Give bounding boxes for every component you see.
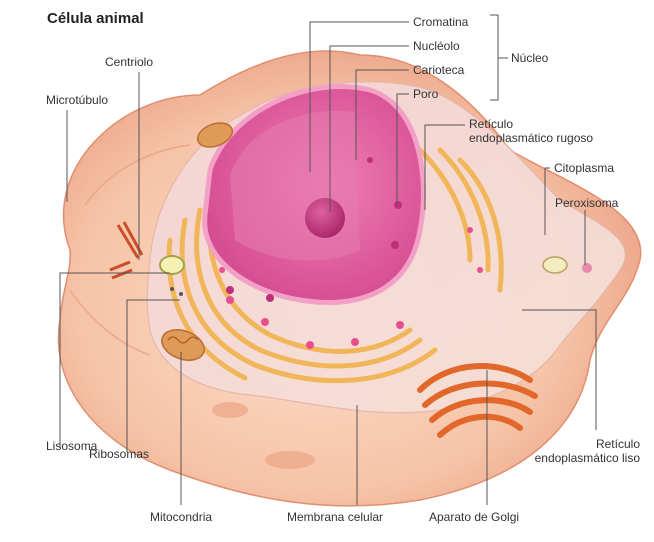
label-membrana: Membrana celular (287, 510, 383, 524)
peroxisome-vesicle (543, 257, 567, 273)
peroxisome (582, 263, 592, 273)
label-peroxisoma: Peroxisoma (555, 196, 618, 210)
label-ribosomas: Ribosomas (89, 447, 149, 461)
label-nucleo: Núcleo (511, 51, 548, 65)
lysosome (160, 256, 184, 274)
label-citoplasma: Citoplasma (554, 161, 614, 175)
label-golgi: Aparato de Golgi (429, 510, 519, 524)
label-reticulo-liso-line2: endoplasmático liso (510, 451, 640, 465)
label-reticulo-liso-line1: Retículo (510, 437, 640, 451)
label-reticulo-rugoso-line2: endoplasmático rugoso (469, 131, 593, 145)
label-reticulo-rugoso: Retículo endoplasmático rugoso (469, 117, 593, 145)
nucleolus (305, 198, 345, 238)
label-centriolo: Centriolo (105, 55, 153, 69)
label-reticulo-rugoso-line1: Retículo (469, 117, 593, 131)
label-reticulo-liso: Retículo endoplasmático liso (510, 437, 640, 465)
label-cromatina: Cromatina (413, 15, 468, 29)
label-carioteca: Carioteca (413, 63, 464, 77)
label-poro: Poro (413, 87, 438, 101)
label-microtubulo: Microtúbulo (46, 93, 108, 107)
label-mitocondria: Mitocondria (150, 510, 212, 524)
label-nucleolo: Nucléolo (413, 39, 460, 53)
diagram-title: Célula animal (47, 10, 144, 27)
